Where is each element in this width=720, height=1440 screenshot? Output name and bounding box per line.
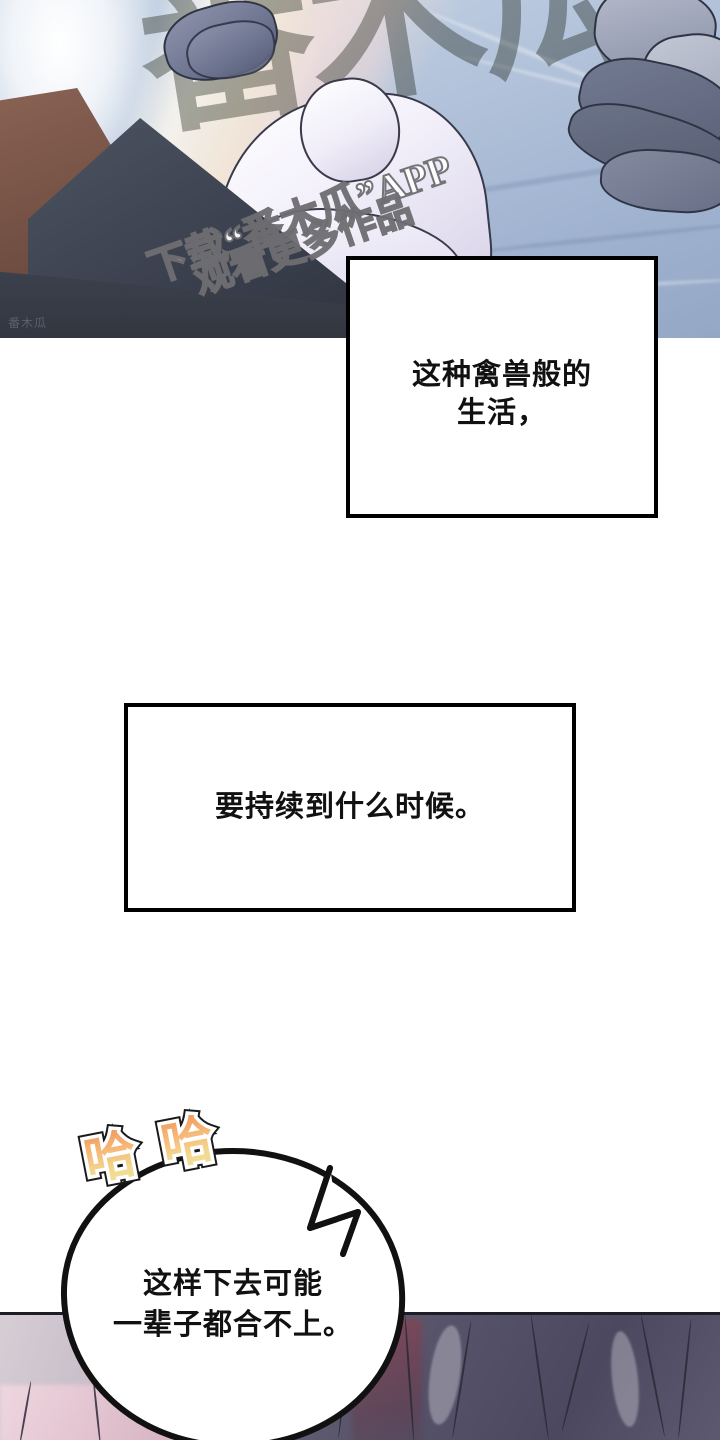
speech-bubble-text: 这样下去可能 一辈子都合不上。 [112,1268,353,1342]
caption-box-1: 这种禽兽般的 生活， [346,256,658,518]
top-panel: 番木瓜 下载“番木瓜”APP 观看更多作品 番木瓜 [0,0,720,338]
corner-watermark: 番木瓜 [8,316,48,330]
caption-box-2: 要持续到什么时候。 [124,703,576,912]
caption-box-1-text: 这种禽兽般的 生活， [411,358,592,429]
speech-bubble-shape [60,1148,406,1440]
caption-box-2-text: 要持续到什么时候。 [214,791,485,824]
speech-bubble: 这样下去可能 一辈子都合不上。 [58,1146,408,1440]
